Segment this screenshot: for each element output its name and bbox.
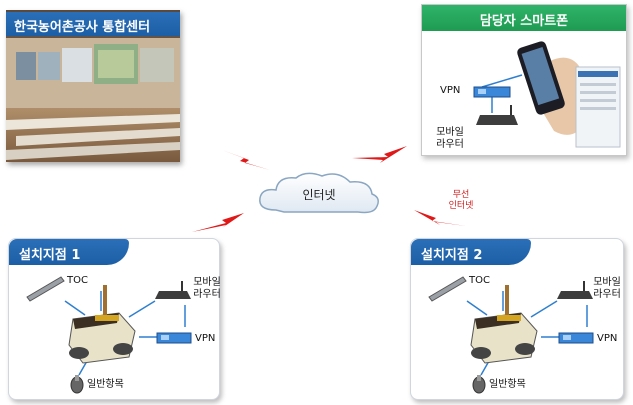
- site2-panel: 설치지점 2 TOC 모바일 라: [410, 238, 624, 400]
- vpn-device-icon: [558, 332, 594, 344]
- lightning-bolt-icon: [352, 146, 407, 163]
- general-sensor-icon: [70, 375, 84, 394]
- lightning-bolt-icon: [414, 210, 466, 226]
- smartphone-router-label: 모바일 라우터: [436, 127, 464, 150]
- site1-title-bar: 설치지점 1: [9, 239, 129, 265]
- internet-label: 인터넷: [302, 188, 336, 202]
- mobile-router-icon: [155, 281, 191, 299]
- water-quality-station-icon: [470, 285, 538, 364]
- lightning-bolt-icon: [222, 150, 270, 170]
- site2-router-label: 모바일 라우터: [593, 277, 621, 300]
- site2-toc-label: TOC: [469, 275, 490, 286]
- site1-general-label: 일반항목: [87, 379, 124, 390]
- vpn-device-icon: [473, 86, 511, 98]
- site1-panel: 설치지점 1 TOC 모바일 라: [8, 238, 221, 400]
- smartphone-title-bar: 담당자 스마트폰: [422, 5, 626, 31]
- internet-cloud: 인터넷: [254, 168, 384, 218]
- control-center-panel: 한국농어촌공사 통합센터: [6, 10, 180, 162]
- smartphone-diagram: [473, 41, 621, 148]
- site2-diagram: [428, 276, 594, 394]
- smartphone-icon: [517, 41, 565, 115]
- toc-sensor-icon: [428, 276, 467, 302]
- site1-toc-label: TOC: [67, 275, 88, 286]
- toc-sensor-icon: [26, 276, 65, 302]
- wireless-internet-label: 무선 인터넷: [448, 190, 474, 211]
- site2-vpn-label: VPN: [597, 333, 618, 344]
- general-sensor-icon: [472, 375, 486, 394]
- site2-title-bar: 설치지점 2: [411, 239, 531, 265]
- control-center-title: 한국농어촌공사 통합센터: [14, 20, 151, 35]
- lightning-bolt-icon: [192, 213, 244, 232]
- site1-router-label: 모바일 라우터: [193, 277, 221, 300]
- smartphone-panel: 담당자 스마트폰 VPN 모바일 라우터: [421, 4, 627, 156]
- site2-title: 설치지점 2: [421, 248, 483, 263]
- control-center-title-bar: 한국농어촌공사 통합센터: [6, 12, 180, 36]
- site1-title: 설치지점 1: [19, 248, 81, 263]
- smartphone-title: 담당자 스마트폰: [479, 14, 569, 29]
- mobile-router-icon: [557, 281, 593, 299]
- vpn-device-icon: [156, 332, 192, 344]
- site2-general-label: 일반항목: [489, 379, 526, 390]
- smartphone-vpn-label: VPN: [440, 85, 461, 96]
- mobile-router-icon: [476, 105, 518, 125]
- site1-vpn-label: VPN: [195, 333, 216, 344]
- cloud-icon: [259, 172, 379, 214]
- site1-diagram: [26, 276, 192, 394]
- water-quality-station-icon: [68, 285, 136, 364]
